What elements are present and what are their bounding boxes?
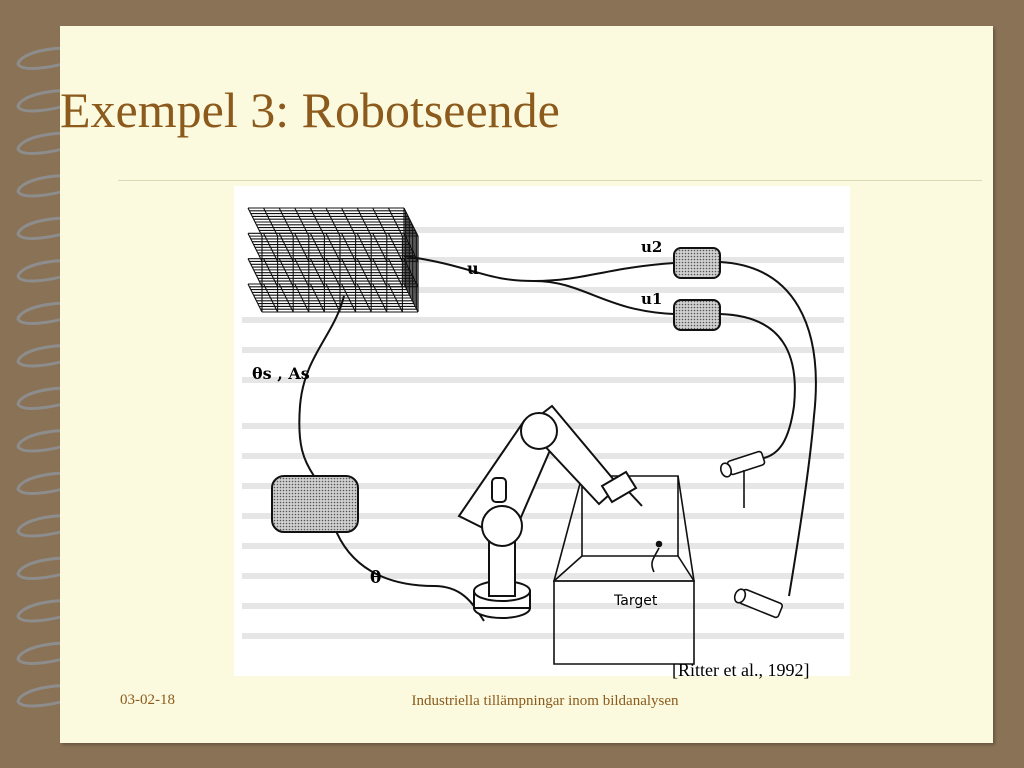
lattice-line — [372, 207, 388, 237]
lattice-line — [387, 207, 403, 237]
lattice-line — [387, 233, 403, 262]
lattice-line — [372, 283, 388, 313]
label-u1: u1 — [641, 290, 662, 308]
slide-title: Exempel 3: Robotseende — [60, 82, 560, 138]
footer-date: 03-02-18 — [120, 692, 175, 708]
label-theta: θ — [370, 568, 381, 588]
target-box-icon — [552, 475, 695, 665]
controller-box-u2 — [673, 247, 721, 279]
label-target: Target — [613, 593, 658, 609]
label-u2: u2 — [641, 238, 662, 256]
title-divider — [118, 180, 982, 181]
label-theta-s-a-s: θs , As — [252, 364, 310, 383]
lattice-line — [341, 207, 357, 237]
controller-box-u1 — [673, 299, 721, 331]
camera-icon — [719, 450, 766, 508]
lattice-line — [341, 258, 357, 287]
neural-lattice-icon — [247, 207, 419, 313]
figure-diagram: u u2 u1 θs , As θ Target — [242, 207, 844, 665]
lattice-line — [387, 283, 403, 313]
lattice-line — [356, 233, 372, 262]
lattice-line — [341, 233, 357, 262]
camera-icon — [733, 588, 783, 619]
robot-arm-icon — [457, 404, 643, 619]
lattice-line — [341, 283, 357, 313]
lattice-line — [356, 207, 372, 237]
citation: [Ritter et al., 1992] — [672, 660, 810, 680]
footer-title: Industriella tillämpningar inom bildanal… — [411, 693, 679, 709]
controller-box-main — [271, 475, 359, 533]
robot-vision-figure: u u2 u1 θs , As θ Target — [234, 186, 850, 676]
label-u: u — [467, 259, 479, 278]
lattice-line — [372, 258, 388, 287]
lattice-line — [356, 283, 372, 313]
lattice-line — [387, 258, 403, 287]
connection-lines — [298, 255, 817, 622]
lattice-line — [356, 258, 372, 287]
lattice-line — [372, 233, 388, 262]
